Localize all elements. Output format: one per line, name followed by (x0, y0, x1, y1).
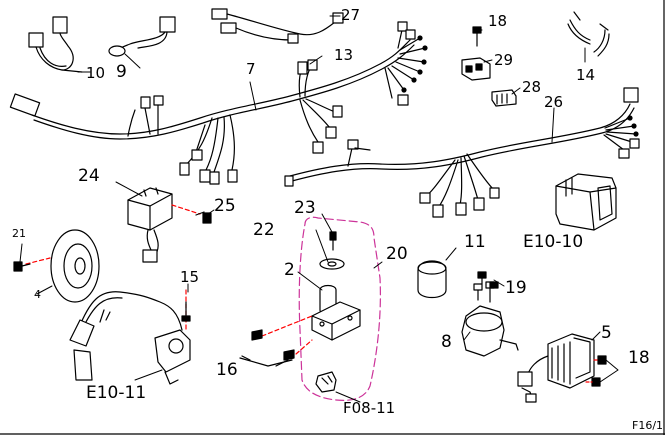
screw-25 (195, 211, 212, 224)
wire-harness-10 (28, 16, 83, 73)
sensor-e10-11 (69, 291, 191, 385)
callout-18-top: 18 (488, 12, 508, 30)
wire-harness-27 (211, 8, 344, 44)
dashed-leader-21 (25, 257, 51, 265)
clip-f08-11 (315, 371, 337, 393)
callout-2: 2 (284, 260, 295, 280)
callout-25: 25 (214, 196, 236, 216)
callout-20: 20 (386, 244, 408, 264)
ignition-coil-2 (311, 284, 361, 341)
ref-e10-10: E10-10 (523, 232, 584, 252)
relay-29 (461, 57, 491, 81)
dashed-leader-16-bottom (295, 339, 313, 355)
control-unit-e10-10 (555, 173, 617, 231)
bolt-21 (13, 261, 31, 272)
screw-23 (329, 231, 337, 251)
leader-lines (19, 15, 619, 403)
callout-15: 15 (180, 268, 200, 286)
callout-23: 23 (294, 198, 316, 218)
callout-5: 5 (601, 323, 612, 343)
dashed-leader-24-25 (171, 204, 201, 215)
bolts-19 (477, 271, 499, 289)
ref-e10-11: E10-11 (86, 383, 147, 403)
callout-27: 27 (341, 6, 361, 24)
horn-4 (50, 229, 100, 303)
ref-f08-11: F08-11 (343, 399, 396, 417)
group-outline-20 (298, 216, 381, 401)
callout-22: 22 (253, 220, 275, 240)
sheet-code: F16/1 (632, 419, 664, 432)
callout-21: 21 (12, 227, 26, 240)
callout-11: 11 (464, 232, 486, 252)
callout-7: 7 (246, 60, 256, 78)
callout-14: 14 (576, 66, 596, 84)
callout-18-bottom: 18 (628, 348, 650, 368)
wire-harness-26 (284, 87, 640, 218)
callout-24: 24 (78, 166, 100, 186)
callout-9: 9 (116, 62, 127, 82)
connector-28 (491, 89, 517, 107)
callout-16: 16 (216, 360, 238, 380)
clips-14 (567, 11, 610, 57)
callout-8: 8 (441, 332, 452, 352)
screw-15 (181, 301, 191, 322)
callout-10: 10 (86, 64, 106, 82)
cap-11 (417, 260, 447, 299)
callout-26: 26 (544, 93, 564, 111)
callout-13: 13 (334, 46, 354, 64)
regulator-5 (517, 333, 595, 403)
callout-19: 19 (505, 278, 527, 298)
unit-24 (127, 187, 173, 263)
callout-28: 28 (522, 78, 542, 96)
leader-16 (239, 357, 293, 367)
washer-22 (319, 258, 345, 270)
dashed-leader-16-top (261, 315, 313, 337)
callout-29: 29 (494, 51, 514, 69)
wire-harness-9 (108, 16, 176, 57)
callout-4: 4 (34, 288, 41, 301)
main-wire-harness-7 (9, 21, 428, 185)
